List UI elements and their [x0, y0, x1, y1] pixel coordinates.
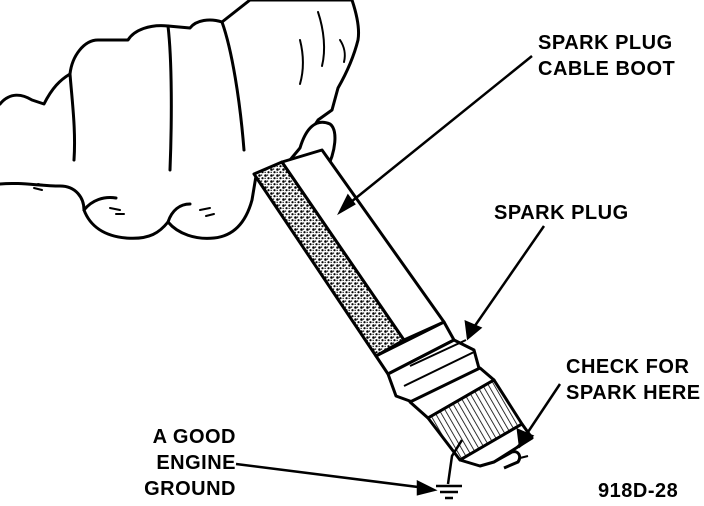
label-cable-boot: SPARK PLUG CABLE BOOT — [538, 30, 675, 82]
leader-spark-plug — [464, 225, 546, 341]
spark-plug-body — [386, 338, 534, 470]
label-ground-line3: GROUND — [144, 478, 236, 500]
leader-check-spark — [516, 383, 562, 449]
spark-gap-icon — [513, 443, 529, 459]
label-spark-plug-text: SPARK PLUG — [494, 202, 629, 224]
label-check-spark-line1: CHECK FOR — [566, 356, 690, 378]
label-check-spark: CHECK FOR SPARK HERE — [566, 354, 701, 406]
leader-cable-boot — [337, 55, 533, 216]
cable-boot — [252, 148, 456, 376]
hand-illustration — [0, 0, 360, 240]
figure-code-text: 918D-28 — [598, 480, 679, 502]
label-cable-boot-line1: SPARK PLUG — [538, 32, 673, 54]
ground-symbol-icon — [436, 439, 464, 500]
leader-ground — [235, 462, 438, 496]
label-ground: A GOOD ENGINE GROUND — [128, 424, 236, 502]
label-ground-line1: A GOOD — [152, 426, 236, 448]
label-cable-boot-line2: CABLE BOOT — [538, 58, 676, 80]
label-check-spark-line2: SPARK HERE — [566, 382, 701, 404]
label-spark-plug: SPARK PLUG — [494, 200, 629, 226]
figure-code: 918D-28 — [598, 478, 678, 504]
label-ground-line2: ENGINE — [156, 452, 236, 474]
